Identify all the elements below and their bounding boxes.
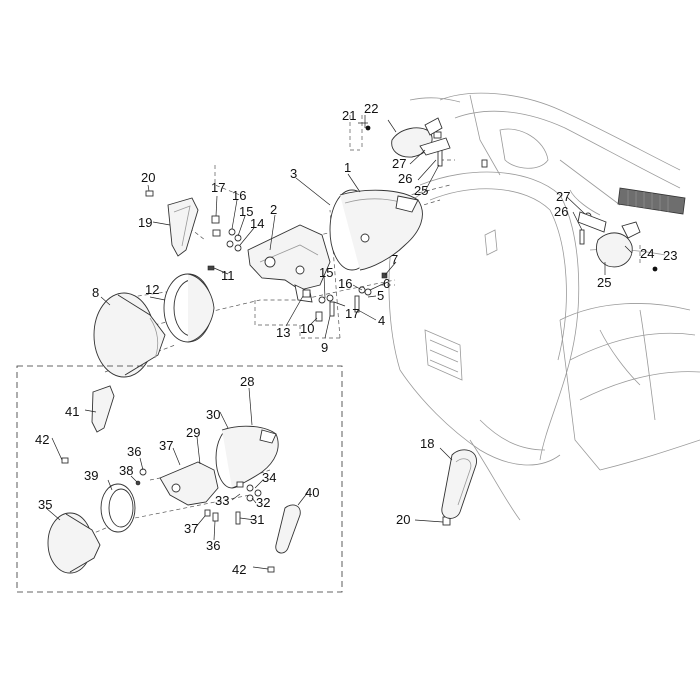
inset-box bbox=[16, 365, 343, 593]
callout-36b: 36 bbox=[206, 538, 220, 553]
callout-4: 4 bbox=[378, 313, 385, 328]
callout-18: 18 bbox=[420, 436, 434, 451]
callout-31: 31 bbox=[250, 512, 264, 527]
callout-7: 7 bbox=[391, 252, 398, 267]
callout-8: 8 bbox=[92, 285, 99, 300]
callout-3: 3 bbox=[290, 166, 297, 181]
part-18-side-reflector bbox=[441, 449, 477, 519]
callout-29: 29 bbox=[186, 425, 200, 440]
callout-15a: 15 bbox=[239, 204, 253, 219]
callout-23: 23 bbox=[663, 248, 677, 263]
callout-6: 6 bbox=[383, 276, 390, 291]
callout-14: 14 bbox=[250, 216, 264, 231]
callout-42a: 42 bbox=[35, 432, 49, 447]
fasteners bbox=[145, 131, 592, 526]
callout-41: 41 bbox=[65, 404, 79, 419]
callout-25b: 25 bbox=[597, 275, 611, 290]
callout-21: 21 bbox=[342, 108, 356, 123]
callout-24: 24 bbox=[640, 246, 654, 261]
callout-11: 11 bbox=[221, 268, 235, 283]
callout-30: 30 bbox=[206, 407, 220, 422]
callout-16b: 16 bbox=[338, 276, 352, 291]
callout-20a: 20 bbox=[141, 170, 155, 185]
callout-37b: 37 bbox=[184, 521, 198, 536]
callout-27a: 27 bbox=[392, 156, 406, 171]
callout-26a: 26 bbox=[398, 171, 412, 186]
callout-26b: 26 bbox=[554, 204, 568, 219]
part-3-headlamp-housing bbox=[329, 189, 423, 271]
callout-39: 39 bbox=[84, 468, 98, 483]
callout-19: 19 bbox=[138, 215, 152, 230]
handlebar-grip bbox=[617, 187, 686, 215]
part-19-front-indicator bbox=[167, 197, 199, 257]
bullet-marker-21 bbox=[365, 125, 371, 131]
part-12-headlamp-ring bbox=[163, 273, 215, 343]
callout-20b: 20 bbox=[396, 512, 410, 527]
part-8-headlamp-lens bbox=[93, 292, 166, 378]
callout-40: 40 bbox=[305, 485, 319, 500]
callout-32: 32 bbox=[256, 495, 270, 510]
bullet-marker-23 bbox=[652, 266, 658, 272]
callout-35: 35 bbox=[38, 497, 52, 512]
callout-25a: 25 bbox=[414, 183, 428, 198]
scooter-body-outline bbox=[388, 92, 700, 521]
callout-16a: 16 bbox=[232, 188, 246, 203]
callout-2: 2 bbox=[270, 202, 277, 217]
callout-27b: 27 bbox=[556, 189, 570, 204]
part-21-left-mirror bbox=[391, 117, 451, 158]
callout-17a: 17 bbox=[211, 180, 225, 195]
part-2-headlamp-bracket bbox=[247, 224, 331, 303]
callouts: 1 2 3 4 5 6 7 8 9 10 11 12 13 14 15 15 1… bbox=[35, 101, 677, 577]
part-23-right-mirror bbox=[577, 211, 641, 268]
leader-lines bbox=[45, 115, 633, 570]
callout-42b: 42 bbox=[232, 562, 246, 577]
callout-10: 10 bbox=[300, 321, 314, 336]
callout-9: 9 bbox=[321, 340, 328, 355]
callout-12: 12 bbox=[145, 282, 159, 297]
callout-36a: 36 bbox=[127, 444, 141, 459]
callout-37a: 37 bbox=[159, 438, 173, 453]
callout-1: 1 bbox=[344, 160, 351, 175]
callout-38: 38 bbox=[119, 463, 133, 478]
callout-28: 28 bbox=[240, 374, 254, 389]
callout-22: 22 bbox=[364, 101, 378, 116]
callout-17b: 17 bbox=[345, 306, 359, 321]
callout-13: 13 bbox=[276, 325, 290, 340]
callout-34: 34 bbox=[262, 470, 276, 485]
inset-parts bbox=[47, 385, 301, 574]
callout-33: 33 bbox=[215, 493, 229, 508]
callout-5: 5 bbox=[377, 288, 384, 303]
callout-15b: 15 bbox=[319, 265, 333, 280]
